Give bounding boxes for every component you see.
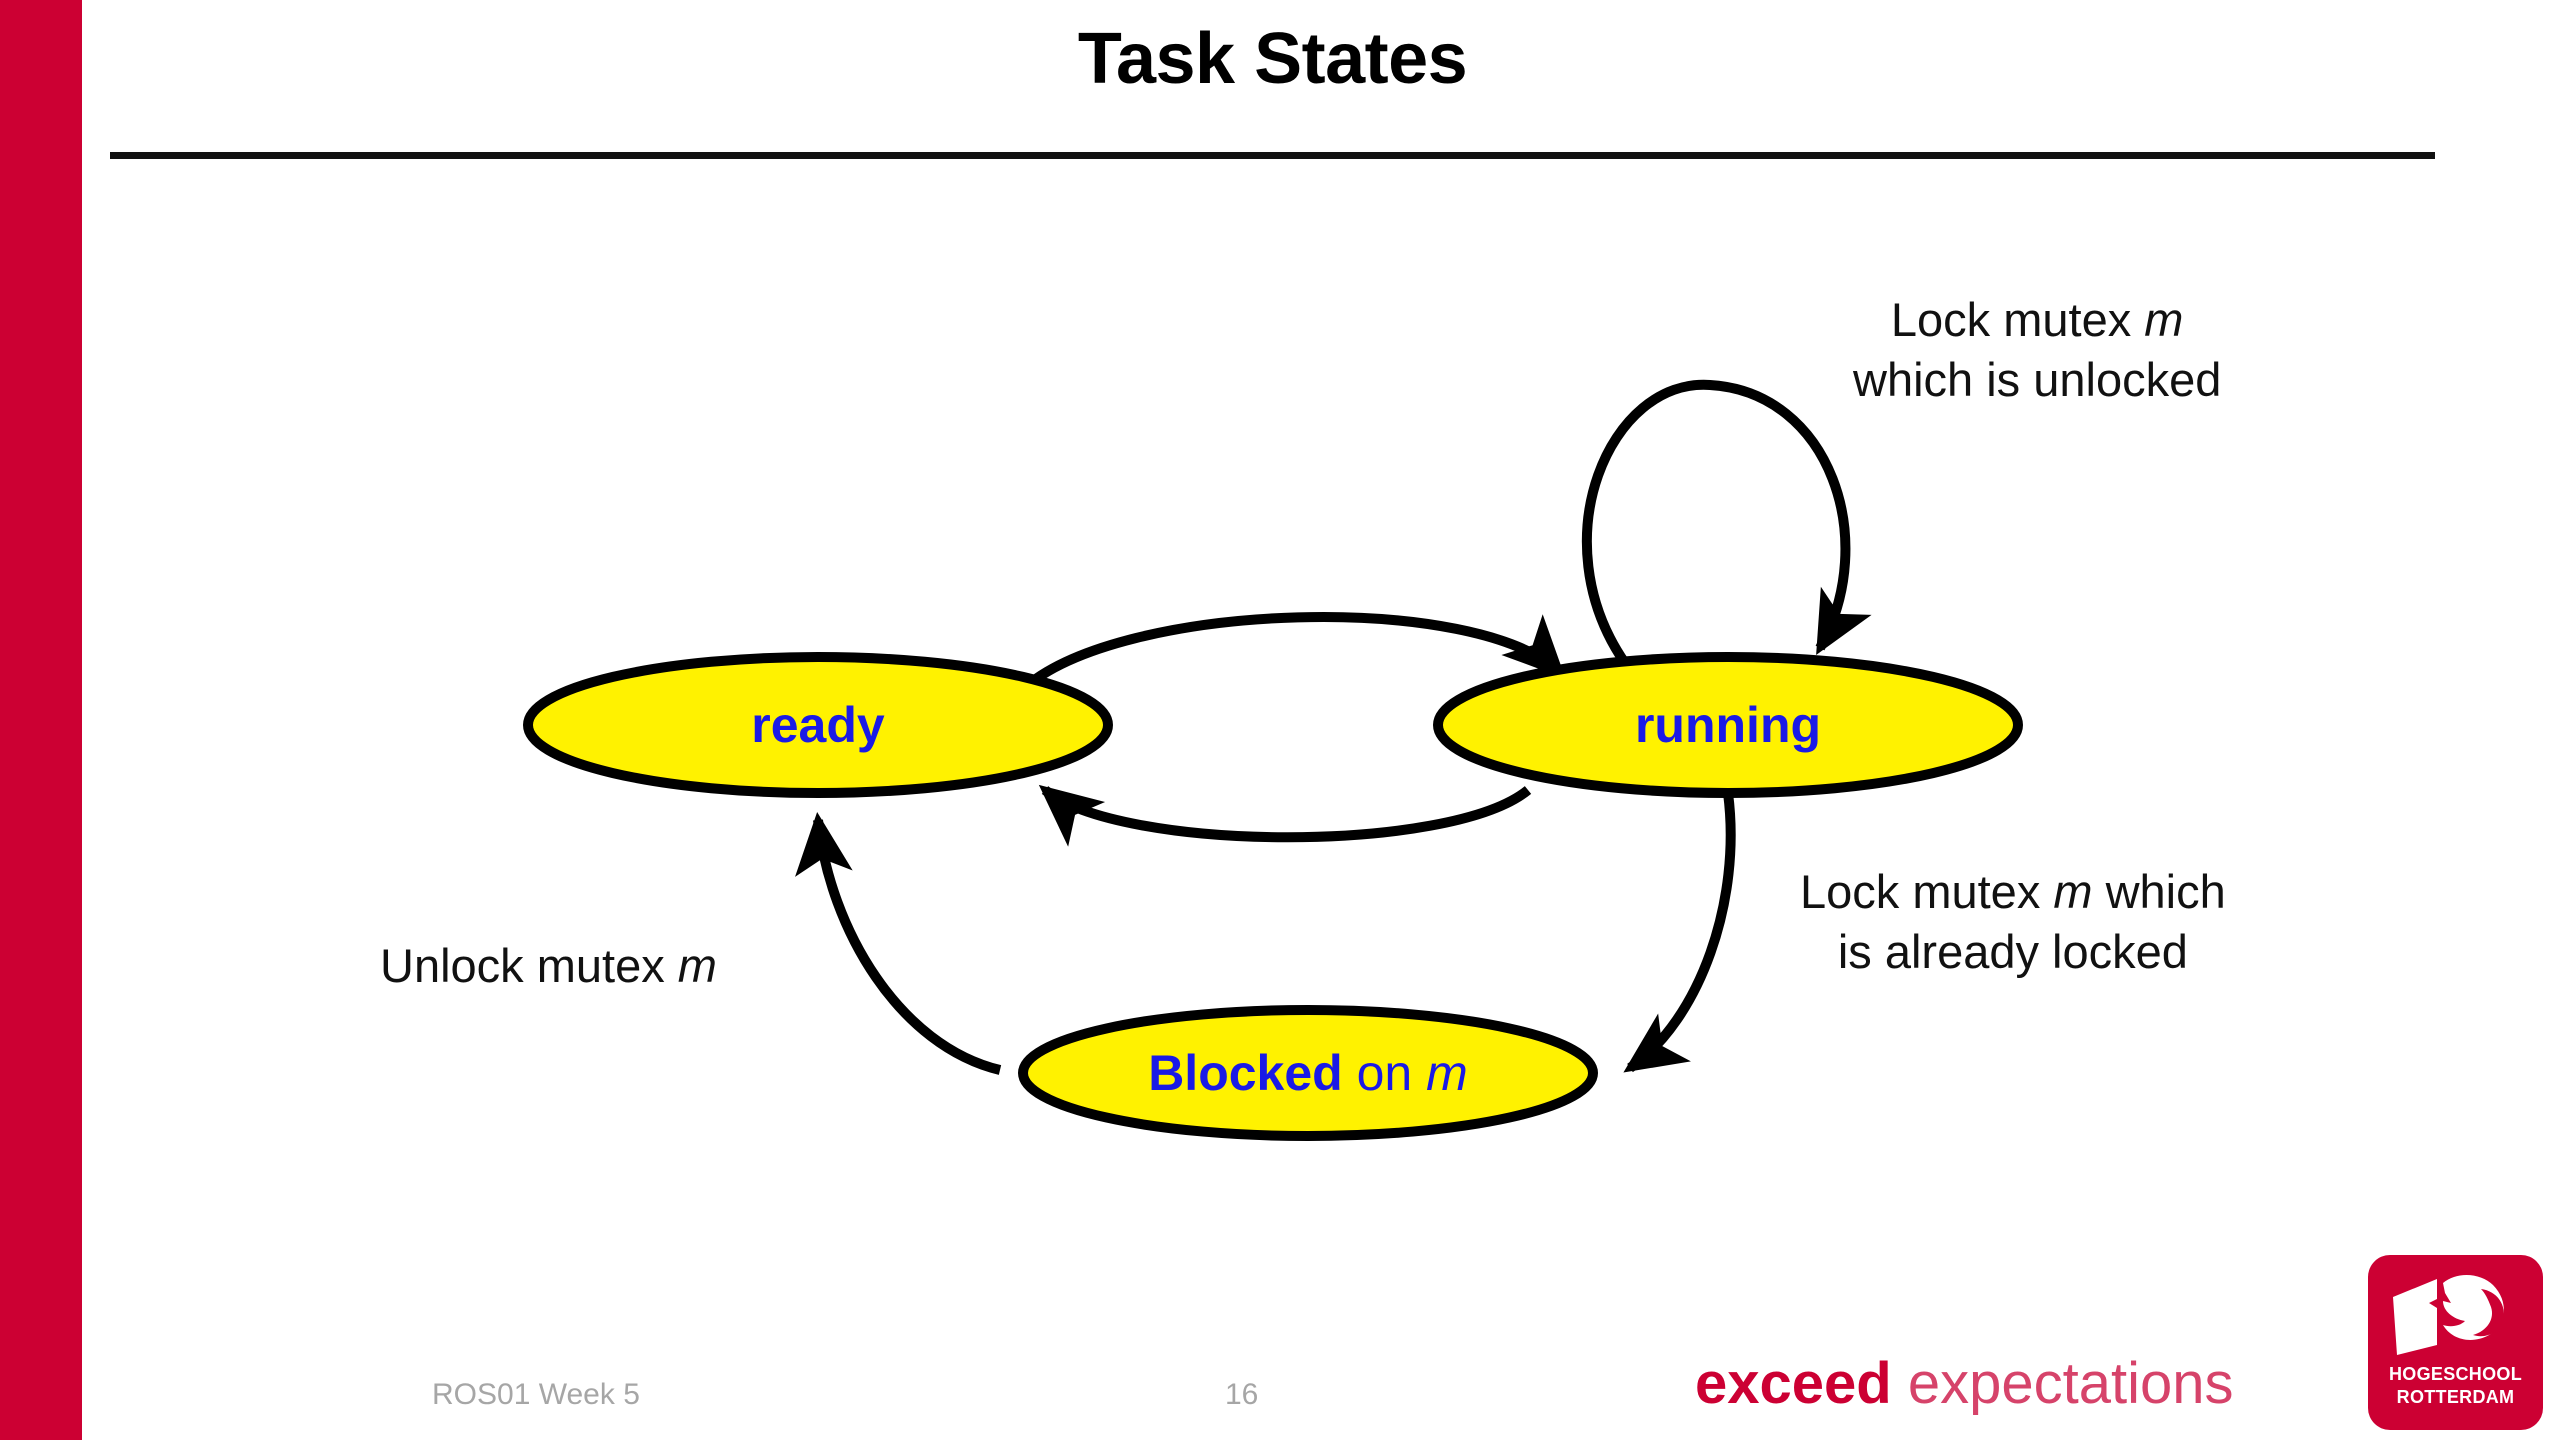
node-label-ready: ready bbox=[751, 700, 884, 750]
mutex-symbol-italic: m bbox=[677, 939, 717, 992]
node-label-running: running bbox=[1635, 700, 1821, 750]
left-accent-bar bbox=[0, 0, 82, 1440]
annotation-lock-locked-line2: is already locked bbox=[1837, 925, 2188, 979]
footer-tagline-light: expectations bbox=[1907, 1351, 2234, 1416]
logo-text: HOGESCHOOL ROTTERDAM bbox=[2368, 1363, 2543, 1409]
node-ready-text: ready bbox=[751, 697, 885, 753]
logo-text-line2: ROTTERDAM bbox=[2396, 1387, 2515, 1408]
node-blocked-text-italic: m bbox=[1426, 1045, 1468, 1101]
edge-running-to-blocked bbox=[1623, 792, 1736, 1073]
node-running[interactable] bbox=[1433, 652, 2023, 798]
annotation-lock-mutex-already-locked: Lock mutex m which is already locked bbox=[1800, 862, 2226, 982]
annotation-lock-unlocked-line1: Lock mutex m bbox=[1853, 290, 2221, 350]
annotation-lock-unlocked-line2: which is unlocked bbox=[1853, 353, 2222, 407]
logo-text-line1: HOGESCHOOL bbox=[2388, 1364, 2522, 1384]
annotation-unlock-text: Unlock mutex bbox=[380, 939, 678, 992]
node-blocked[interactable] bbox=[1018, 1005, 1598, 1141]
node-label-blocked: Blocked on m bbox=[1148, 1048, 1468, 1098]
hogeschool-rotterdam-logo: HOGESCHOOL ROTTERDAM bbox=[2368, 1255, 2543, 1430]
edge-blocked-to-ready bbox=[795, 812, 1002, 1075]
edge-ready-to-running bbox=[1018, 612, 1566, 694]
node-running-text: running bbox=[1634, 697, 1822, 753]
page-title: Task States bbox=[1077, 19, 1468, 99]
footer-tagline: exceed expectations bbox=[1695, 1355, 2234, 1413]
footer-page-number: 16 bbox=[1225, 1378, 1259, 1411]
annotation-unlock-mutex: Unlock mutex m bbox=[380, 936, 717, 996]
mutex-symbol-italic: m bbox=[2053, 865, 2093, 918]
mutex-symbol-italic: m bbox=[2144, 293, 2184, 346]
node-blocked-text-regular: on bbox=[1356, 1045, 1413, 1101]
edge-running-to-ready bbox=[1038, 784, 1532, 847]
annotation-lock-locked-line1-post: which bbox=[2092, 865, 2226, 918]
footer-course-label: ROS01 Week 5 bbox=[432, 1378, 640, 1411]
node-ready[interactable] bbox=[523, 652, 1113, 798]
edge-running-self-loop bbox=[1582, 379, 1872, 666]
logo-mark-icon bbox=[2393, 1274, 2504, 1355]
annotation-lock-unlocked-line1-text: Lock mutex bbox=[1890, 293, 2145, 346]
annotation-lock-locked-line1: Lock mutex m which bbox=[1800, 862, 2226, 922]
title-divider bbox=[110, 152, 2435, 159]
node-blocked-text-bold: Blocked bbox=[1148, 1045, 1343, 1101]
annotation-lock-locked-line1-pre: Lock mutex bbox=[1800, 865, 2054, 918]
annotation-lock-mutex-unlocked: Lock mutex m which is unlocked bbox=[1853, 290, 2221, 410]
footer-tagline-bold: exceed bbox=[1695, 1351, 1892, 1416]
